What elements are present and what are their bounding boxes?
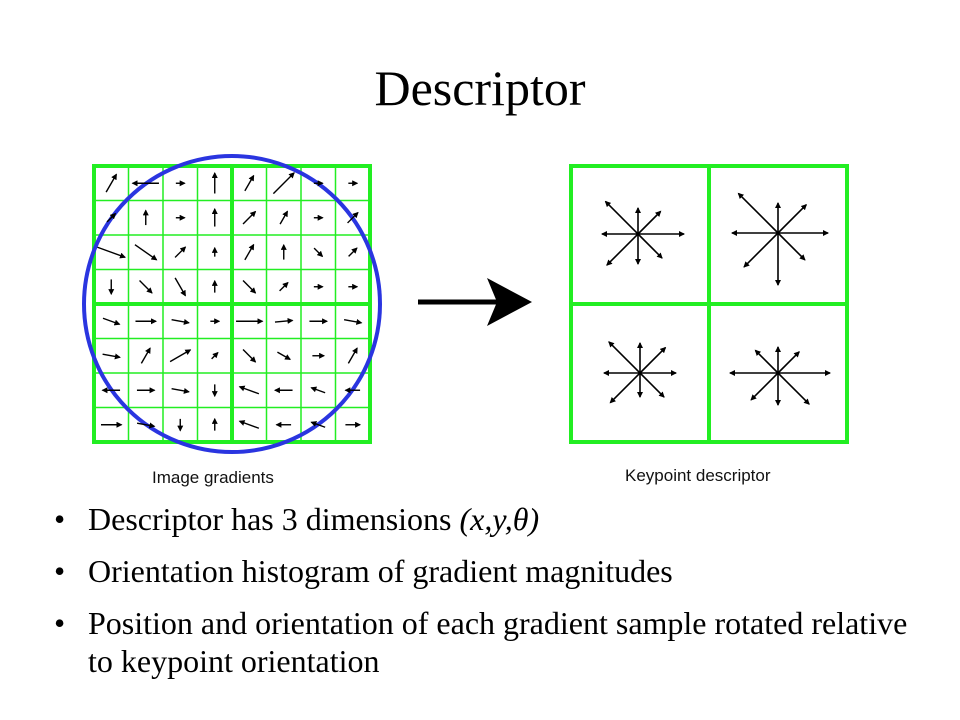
histogram-bin-arrow-icon bbox=[777, 204, 807, 234]
histogram-bin-arrow-icon bbox=[737, 192, 779, 234]
histogram-bin-arrow-icon bbox=[639, 346, 667, 374]
gradient-arrow-icon bbox=[343, 318, 363, 325]
bullet-list: • Descriptor has 3 dimensions (x,y,θ) • Or… bbox=[54, 500, 934, 680]
gradient-arrow-icon bbox=[277, 351, 291, 361]
gradient-arrow-icon bbox=[171, 387, 190, 394]
keypoint-descriptor-caption: Keypoint descriptor bbox=[625, 466, 771, 485]
bullet-text: Position and orientation of each gradien… bbox=[88, 605, 908, 679]
gradient-arrow-icon bbox=[242, 349, 257, 363]
gradient-arrow-icon bbox=[174, 246, 187, 258]
bullet-math: (x,y,θ) bbox=[459, 501, 540, 537]
gradient-arrow-icon bbox=[238, 420, 260, 429]
gradient-arrow-icon bbox=[348, 247, 358, 257]
histogram-bin-arrow-icon bbox=[637, 210, 662, 235]
bullet-item: • Descriptor has 3 dimensions (x,y,θ) bbox=[54, 500, 934, 538]
gradient-arrow-icon bbox=[97, 246, 126, 259]
gradient-arrow-icon bbox=[169, 349, 192, 363]
image-gradients-diagram bbox=[82, 154, 382, 454]
gradient-arrow-icon bbox=[272, 172, 295, 195]
sift-descriptor-figure bbox=[82, 154, 849, 454]
gradient-arrow-icon bbox=[347, 211, 359, 224]
gradient-arrow-icon bbox=[242, 280, 257, 294]
gradient-arrow-icon bbox=[102, 353, 121, 360]
histogram-bin-arrow-icon bbox=[608, 341, 641, 374]
gradient-arrow-icon bbox=[313, 247, 324, 258]
histogram-bin-arrow-icon bbox=[754, 349, 779, 374]
image-gradients-caption: Image gradients bbox=[152, 468, 274, 487]
gradient-arrow-icon bbox=[136, 422, 156, 429]
gradient-arrow-icon bbox=[242, 210, 257, 225]
histogram-bin-arrow-icon bbox=[604, 200, 639, 235]
bullet-text: Descriptor has 3 dimensions bbox=[88, 501, 460, 537]
histogram-bin-arrow-icon bbox=[750, 372, 779, 401]
gradient-arrow-icon bbox=[134, 244, 158, 261]
bullet-item: • Orientation histogram of gradient magni… bbox=[54, 552, 934, 590]
gradient-arrow-icon bbox=[139, 280, 153, 294]
histogram-bin-arrow-icon bbox=[639, 372, 665, 398]
histogram-bin-arrow-icon bbox=[777, 351, 800, 374]
gradient-arrow-icon bbox=[310, 421, 326, 428]
gradient-arrow-icon bbox=[238, 385, 260, 395]
bullet-text: Orientation histogram of gradient magnit… bbox=[88, 553, 673, 589]
gradient-arrow-icon bbox=[279, 281, 289, 292]
bullet-dot-icon: • bbox=[54, 501, 66, 537]
histogram-bin-arrow-icon bbox=[743, 232, 779, 268]
gradient-arrow-icon bbox=[310, 386, 326, 394]
transform-arrow-icon bbox=[418, 278, 532, 326]
histogram-bin-arrow-icon bbox=[606, 233, 639, 266]
keypoint-descriptor-diagram bbox=[569, 164, 849, 444]
gradient-arrow-icon bbox=[274, 317, 294, 324]
gradient-arrow-icon bbox=[244, 243, 255, 261]
histogram-bin-arrow-icon bbox=[609, 372, 641, 404]
gradient-arrow-icon bbox=[106, 212, 117, 223]
gradient-arrow-icon bbox=[279, 210, 289, 225]
histogram-bin-arrow-icon bbox=[777, 372, 810, 405]
histogram-bin-arrow-icon bbox=[637, 233, 663, 259]
gradient-arrow-icon bbox=[211, 351, 219, 360]
slide-title: Descriptor bbox=[374, 60, 586, 116]
gradient-arrow-icon bbox=[105, 173, 117, 193]
gradient-arrow-icon bbox=[244, 174, 255, 192]
bullet-item: • Position and orientation of each gradie… bbox=[54, 604, 934, 680]
histogram-bin-arrow-icon bbox=[777, 232, 806, 261]
bullet-dot-icon: • bbox=[54, 605, 66, 641]
gaussian-window-circle bbox=[82, 154, 382, 454]
gradient-arrow-icon bbox=[171, 318, 190, 325]
bullet-dot-icon: • bbox=[54, 553, 66, 589]
gradient-arrow-icon bbox=[174, 277, 186, 297]
gradient-arrow-icon bbox=[140, 347, 151, 364]
gradient-arrow-icon bbox=[102, 317, 121, 326]
gradient-arrow-icon bbox=[347, 347, 358, 364]
